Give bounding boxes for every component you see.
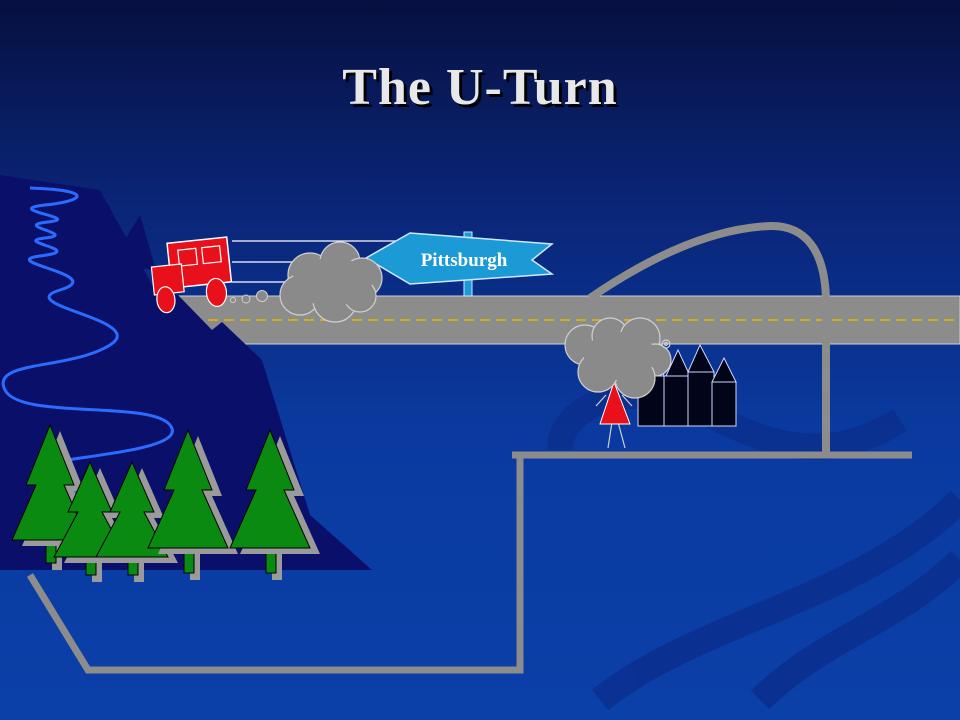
slide-title: The U-Turn <box>342 59 618 116</box>
person-icon <box>595 380 633 449</box>
exhaust-cloud <box>279 241 383 323</box>
forest <box>11 423 320 582</box>
pittsburgh-sign: Pittsburgh <box>364 231 555 297</box>
sign-label: Pittsburgh <box>421 250 508 271</box>
swirl-icon <box>661 339 671 349</box>
return-path <box>27 455 524 674</box>
u-turn-path <box>587 221 830 455</box>
exhaust-puffs <box>230 290 268 304</box>
background-swirls <box>547 382 960 711</box>
tree-icon <box>229 428 320 580</box>
angry-cloud <box>564 317 672 399</box>
buildings <box>637 343 737 427</box>
river <box>1 186 174 507</box>
car-icon <box>150 236 233 314</box>
road <box>159 295 960 345</box>
tree-icon <box>147 428 238 580</box>
